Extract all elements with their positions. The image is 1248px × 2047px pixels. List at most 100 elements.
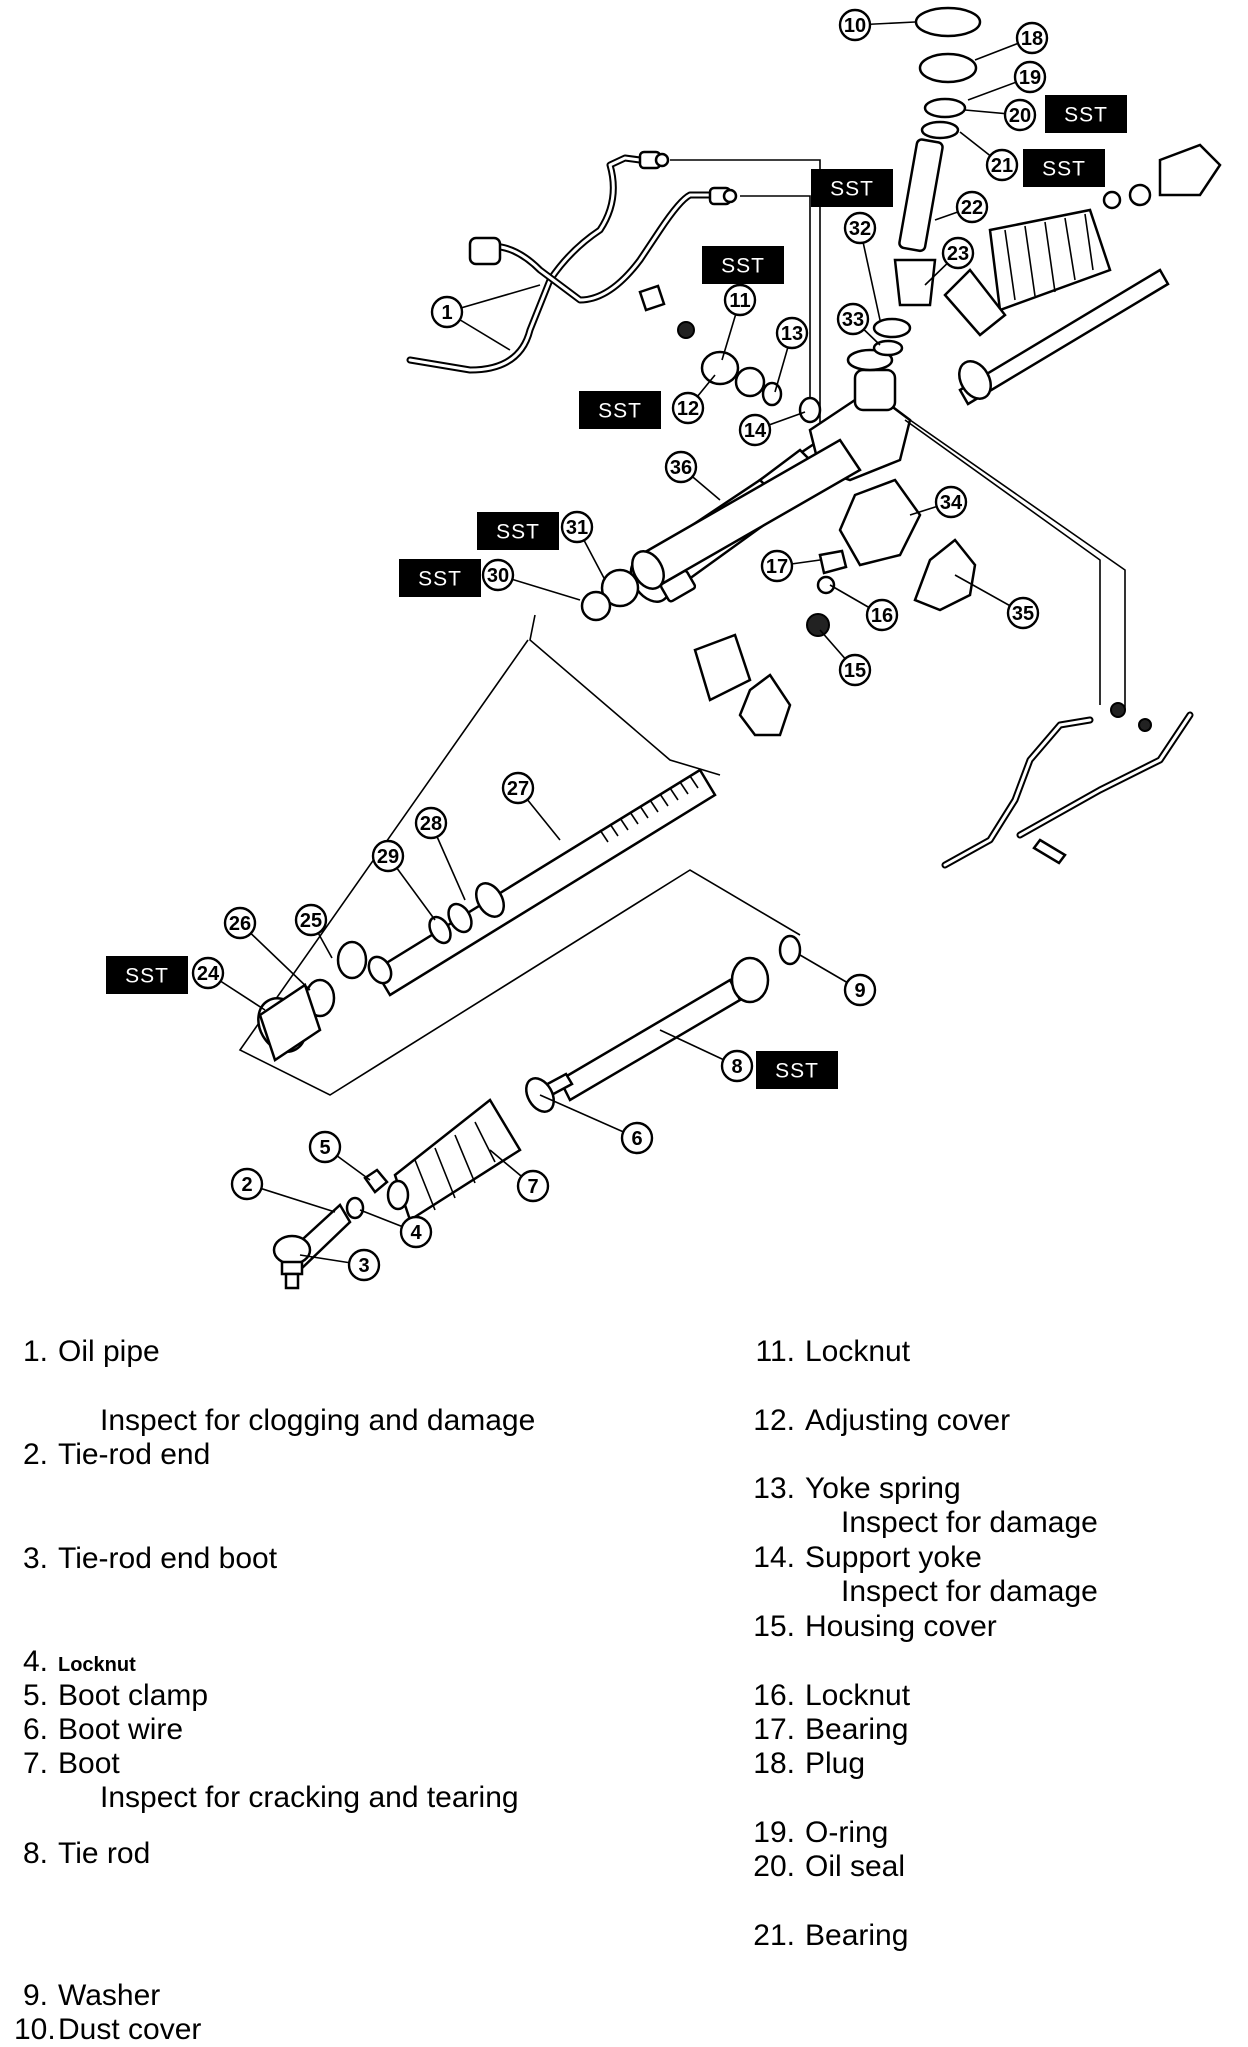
sst-badge: SST — [399, 559, 481, 597]
callout-number: 6 — [631, 1128, 642, 1150]
callout-36: 36 — [664, 450, 698, 484]
legend-label: O-ring — [805, 1816, 889, 1849]
rack-boot-right — [943, 143, 1222, 406]
legend-number: 1. — [22, 1335, 48, 1368]
callout-18: 18 — [1015, 21, 1049, 55]
callout-2: 2 — [230, 1167, 264, 1201]
callout-number: 13 — [781, 323, 803, 345]
callout-number: 14 — [744, 420, 767, 442]
callout-11: 11 — [723, 283, 757, 317]
sst-label: SST — [775, 1060, 819, 1083]
callout-number: 34 — [940, 492, 963, 514]
callout-31: 31 — [560, 510, 594, 544]
legend-label: Tie-rod end boot — [58, 1542, 278, 1575]
pinion-shaft — [872, 6, 982, 357]
legend-item: 19.O-ring — [745, 1816, 888, 1850]
callout-number: 5 — [319, 1137, 330, 1159]
callout-number: 27 — [507, 778, 529, 800]
legend-number: 2. — [22, 1438, 48, 1471]
callout-13: 13 — [775, 316, 809, 350]
legend-item: 1. Oil pipe — [14, 1335, 160, 1369]
callout-number: 25 — [300, 910, 322, 932]
legend-number: 18. — [753, 1747, 795, 1780]
callout-22: 22 — [955, 190, 989, 224]
callout-6: 6 — [620, 1121, 654, 1155]
callout-number: 28 — [420, 813, 442, 835]
legend-label: Tie rod — [58, 1837, 151, 1870]
callout-32: 32 — [843, 211, 877, 245]
callout-30: 30 — [481, 558, 515, 592]
callout-number: 32 — [849, 218, 871, 240]
sst-badge: SST — [579, 391, 661, 429]
callout-5: 5 — [308, 1130, 342, 1164]
callout-15: 15 — [838, 653, 872, 687]
sst-label: SST — [721, 255, 765, 278]
legend-label: Yoke spring — [805, 1472, 961, 1505]
legend-label: Washer — [58, 1979, 161, 2012]
callout-number: 12 — [677, 398, 699, 420]
callout-10: 10 — [838, 8, 872, 42]
legend-item: 10.Dust cover — [14, 2013, 201, 2047]
legend-label: Housing cover — [805, 1610, 997, 1643]
legend-label: Oil pipe — [58, 1335, 160, 1368]
legend-number: 10. — [14, 2013, 56, 2046]
legend-number: 11. — [755, 1335, 795, 1368]
legend-note: Inspect for damage — [841, 1575, 1098, 1608]
callout-25: 25 — [294, 903, 328, 937]
legend-label: Locknut — [58, 1654, 136, 1676]
callout-28: 28 — [414, 806, 448, 840]
callout-number: 35 — [1012, 603, 1034, 625]
pipe-fitting — [468, 236, 502, 266]
callout-number: 30 — [487, 565, 509, 587]
legend-item: 15. Housing cover — [745, 1610, 997, 1644]
callout-number: 17 — [766, 556, 788, 578]
callout-number: 10 — [844, 15, 866, 37]
legend-item: 17.Bearing — [745, 1713, 908, 1747]
legend-number: 6. — [22, 1713, 48, 1746]
callout-number: 24 — [197, 963, 220, 985]
sst-badge: SST — [702, 246, 784, 284]
callout-number: 9 — [854, 980, 865, 1002]
legend-number: 14. — [753, 1541, 795, 1574]
callout-number: 33 — [842, 309, 864, 331]
callout-14: 14 — [738, 413, 772, 447]
callout-number: 22 — [961, 197, 983, 219]
callout-3: 3 — [347, 1248, 381, 1282]
legend-item: 4.Locknut — [14, 1645, 136, 1682]
callout-number: 20 — [1009, 105, 1031, 127]
legend-label: Tie-rod end — [58, 1438, 211, 1471]
legend-label: Locknut — [805, 1335, 911, 1368]
callout-19: 19 — [1013, 60, 1047, 94]
legend-item: 2. Tie-rod end — [14, 1438, 210, 1472]
sst-badge: SST — [106, 956, 188, 994]
rack-cylinder — [580, 438, 862, 622]
callout-17: 17 — [760, 549, 794, 583]
callout-number: 1 — [441, 302, 452, 324]
legend-note: Inspect for clogging and damage — [100, 1404, 536, 1437]
callout-29: 29 — [371, 839, 405, 873]
callout-1: 1 — [430, 295, 464, 329]
legend-number: 13. — [753, 1472, 795, 1505]
legend-label: Locknut — [805, 1679, 911, 1712]
legend-label: Adjusting cover — [805, 1404, 1011, 1437]
legend-item: 5.Boot clamp — [14, 1679, 208, 1713]
callout-number: 2 — [241, 1174, 252, 1196]
callout-24: 24 — [191, 956, 225, 990]
callout-number: 11 — [729, 290, 750, 312]
steering-gear-exploded-diagram: 1234567891011121314151617181920212223242… — [106, 6, 1222, 1290]
callout-number: 7 — [527, 1176, 538, 1198]
sst-badge: SST — [811, 169, 893, 207]
legend-label: Bearing — [805, 1919, 909, 1952]
legend-number: 15. — [753, 1610, 795, 1643]
legend-item: 13. Yoke spring — [745, 1472, 961, 1506]
legend-item: 6.Boot wire — [14, 1713, 183, 1747]
callout-number: 29 — [377, 846, 399, 868]
legend-number: 21. — [753, 1919, 795, 1952]
oil-pipe-upper — [406, 150, 738, 374]
callout-number: 23 — [947, 243, 969, 265]
legend-note: Inspect for cracking and tearing — [100, 1781, 519, 1814]
legend-label: Oil seal — [805, 1850, 906, 1883]
callout-number: 31 — [566, 517, 588, 539]
parts-drawing — [238, 6, 1222, 1290]
